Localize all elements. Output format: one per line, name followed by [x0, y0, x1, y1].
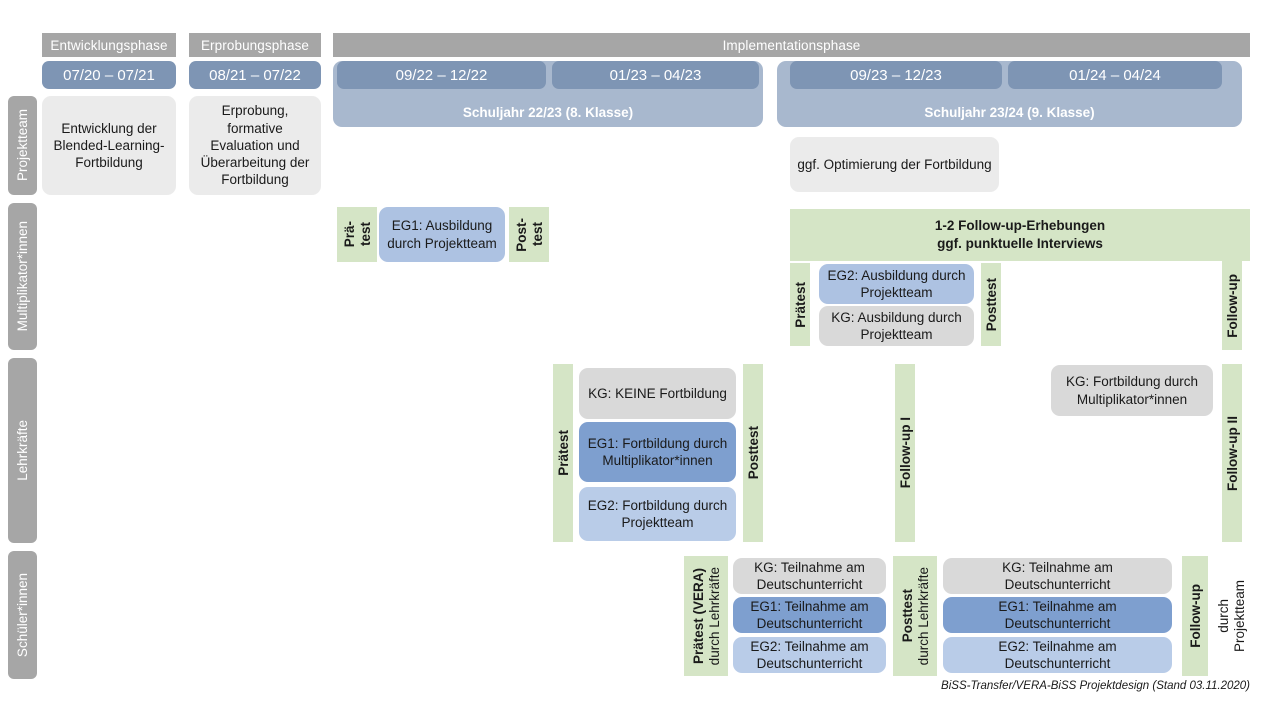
box-text: EG1: Ausbildung durch Projektteam: [387, 218, 497, 251]
schuelerinnen-followup-sublabels: durch Projektteam: [1208, 556, 1254, 676]
posttest-line-2: test: [529, 222, 545, 247]
phase-header-entwicklungsphase: Entwicklungsphase: [42, 33, 176, 57]
row-label-text: Multiplikator*innen: [15, 221, 30, 332]
period-label: 08/21 – 07/22: [209, 66, 301, 84]
lehrkraefte-kg-fortbildung-box: KG: Fortbildung durch Multiplikator*inne…: [1051, 365, 1213, 416]
schuelerinnen-eg1-box-2: EG1: Teilnahme am Deutschunterricht: [943, 597, 1172, 633]
followup-sublabel-1: durch: [1215, 599, 1231, 633]
phase-header-label: Erprobungsphase: [200, 37, 310, 53]
praetest-label: Prätest: [555, 430, 571, 476]
schuelerinnen-eg1-box-1: EG1: Teilnahme am Deutschunterricht: [733, 597, 886, 633]
lehrkraefte-followup-1-column: Follow-up I: [895, 364, 915, 542]
posttest-label: Posttest: [983, 277, 999, 332]
lehrkraefte-eg2-box: EG2: Fortbildung durch Projektteam: [579, 487, 736, 541]
row-label-projektteam: Projektteam: [8, 96, 37, 195]
period-pill-p5: 09/23 – 12/23: [790, 61, 1002, 89]
multiplikatoren-posttest-1-column: Post- test: [509, 207, 549, 262]
row-label-lehrkraefte: Lehrkräfte: [8, 358, 37, 543]
followup-band-line-1: 1-2 Follow-up-Erhebungen: [934, 218, 1106, 234]
posttest-line-1: Post-: [513, 217, 529, 252]
box-text: Erprobung, formative Evaluation und Über…: [200, 103, 310, 188]
multiplikatoren-praetest-1-column: Prä- test: [337, 207, 377, 262]
row-label-text: Lehrkräfte: [15, 420, 30, 481]
schuelerinnen-followup-column: Follow-up: [1182, 556, 1208, 676]
row-label-multiplikatorinnen: Multiplikator*innen: [8, 203, 37, 350]
posttest-label: Posttest: [745, 426, 761, 480]
phase-header-label: Implementationsphase: [722, 37, 861, 53]
multiplikatoren-praetest-2-column: Prätest: [790, 263, 810, 346]
lehrkraefte-posttest-column: Posttest: [743, 364, 763, 542]
projektteam-erprobung-box: Erprobung, formative Evaluation und Über…: [189, 96, 321, 195]
praetest-label: Prätest: [792, 281, 808, 328]
schuelerinnen-kg-box-2: KG: Teilnahme am Deutschunterricht: [943, 558, 1172, 594]
lehrkraefte-followup-2-column: Follow-up II: [1222, 364, 1242, 542]
school-year-label: Schuljahr 22/23 (8. Klasse): [462, 105, 634, 120]
praetest-line-2: test: [357, 222, 373, 247]
schuelerinnen-kg-box-1: KG: Teilnahme am Deutschunterricht: [733, 558, 886, 594]
lehrkraefte-kg-keine-box: KG: KEINE Fortbildung: [579, 368, 736, 419]
footer-credit: BiSS-Transfer/VERA-BiSS Projektdesign (S…: [850, 680, 1250, 698]
multiplikatoren-eg2-box: EG2: Ausbildung durch Projektteam: [819, 264, 974, 304]
box-text: EG1: Fortbildung durch Multiplikator*inn…: [587, 435, 728, 468]
posttest-sublabel: durch Lehrkräfte: [915, 566, 931, 666]
box-text: Entwicklung der Blended-Learning-Fortbil…: [53, 120, 165, 171]
period-label: 09/23 – 12/23: [850, 66, 942, 84]
period-pill-p6: 01/24 – 04/24: [1008, 61, 1222, 89]
followup-2-label: Follow-up II: [1224, 415, 1240, 491]
footer-text: BiSS-Transfer/VERA-BiSS Projektdesign (S…: [941, 680, 1250, 692]
multiplikatoren-posttest-2-column: Posttest: [981, 263, 1001, 346]
box-text: KG: KEINE Fortbildung: [588, 385, 727, 401]
praetest-line-1: Prä-: [341, 221, 357, 248]
multiplikatoren-followup-column: Follow-up: [1222, 261, 1242, 350]
box-text: EG1: Teilnahme am Deutschunterricht: [998, 598, 1117, 631]
praetest-vera-sublabel: durch Lehrkräfte: [706, 566, 722, 666]
period-label: 01/23 – 04/23: [609, 66, 702, 84]
box-text: EG2: Teilnahme am Deutschunterricht: [750, 638, 869, 671]
phase-header-erprobungsphase: Erprobungsphase: [189, 33, 321, 57]
row-label-text: Projektteam: [15, 109, 30, 182]
box-text: ggf. Optimierung der Fortbildung: [797, 156, 992, 172]
period-pill-p3: 09/22 – 12/22: [337, 61, 546, 89]
period-label: 09/22 – 12/22: [395, 66, 488, 84]
lehrkraefte-eg1-box: EG1: Fortbildung durch Multiplikator*inn…: [579, 422, 736, 482]
followup-1-label: Follow-up I: [897, 417, 913, 489]
box-text: EG1: Teilnahme am Deutschunterricht: [750, 598, 869, 631]
period-label: 01/24 – 04/24: [1069, 66, 1161, 84]
followup-band-line-2: ggf. punktuelle Interviews: [937, 236, 1103, 251]
box-text: KG: Ausbildung durch Projektteam: [831, 309, 962, 342]
phase-header-label: Entwicklungsphase: [50, 37, 168, 53]
schuelerinnen-posttest-column: Posttest durch Lehrkräfte: [893, 556, 937, 676]
phase-header-implementationsphase: Implementationsphase: [333, 33, 1250, 57]
box-text: KG: Teilnahme am Deutschunterricht: [1002, 559, 1113, 592]
row-label-text: Schüler*innen: [15, 572, 30, 658]
schuelerinnen-eg2-box-1: EG2: Teilnahme am Deutschunterricht: [733, 637, 886, 673]
box-text: KG: Fortbildung durch Multiplikator*inne…: [1065, 374, 1199, 407]
multiplikatoren-kg-box: KG: Ausbildung durch Projektteam: [819, 306, 974, 346]
school-year-label: Schuljahr 23/24 (9. Klasse): [924, 105, 1095, 120]
followup-label: Follow-up: [1187, 584, 1203, 648]
row-label-schuelerinnen: Schüler*innen: [8, 551, 37, 679]
lehrkraefte-praetest-column: Prätest: [553, 364, 573, 542]
period-pill-p1: 07/20 – 07/21: [42, 61, 176, 89]
period-pill-p4: 01/23 – 04/23: [552, 61, 759, 89]
box-text: EG2: Fortbildung durch Projektteam: [587, 497, 728, 530]
posttest-label: Posttest: [899, 589, 915, 643]
multiplikatoren-followup-band: 1-2 Follow-up-Erhebungen ggf. punktuelle…: [790, 209, 1250, 261]
followup-sublabel-2: Projektteam: [1231, 579, 1247, 653]
period-pill-p2: 08/21 – 07/22: [189, 61, 321, 89]
projektteam-optimierung-box: ggf. Optimierung der Fortbildung: [790, 137, 999, 192]
praetest-vera-label: Prätest (VERA): [690, 567, 706, 665]
schuelerinnen-eg2-box-2: EG2: Teilnahme am Deutschunterricht: [943, 637, 1172, 673]
followup-label: Follow-up: [1224, 273, 1240, 338]
schuelerinnen-praetest-column: Prätest (VERA) durch Lehrkräfte: [684, 556, 728, 676]
multiplikatoren-eg1-box: EG1: Ausbildung durch Projektteam: [379, 207, 505, 262]
box-text: EG2: Teilnahme am Deutschunterricht: [998, 638, 1117, 671]
period-label: 07/20 – 07/21: [63, 66, 155, 84]
box-text: EG2: Ausbildung durch Projektteam: [827, 267, 966, 300]
projektteam-entwicklung-box: Entwicklung der Blended-Learning-Fortbil…: [42, 96, 176, 195]
box-text: KG: Teilnahme am Deutschunterricht: [754, 559, 865, 592]
